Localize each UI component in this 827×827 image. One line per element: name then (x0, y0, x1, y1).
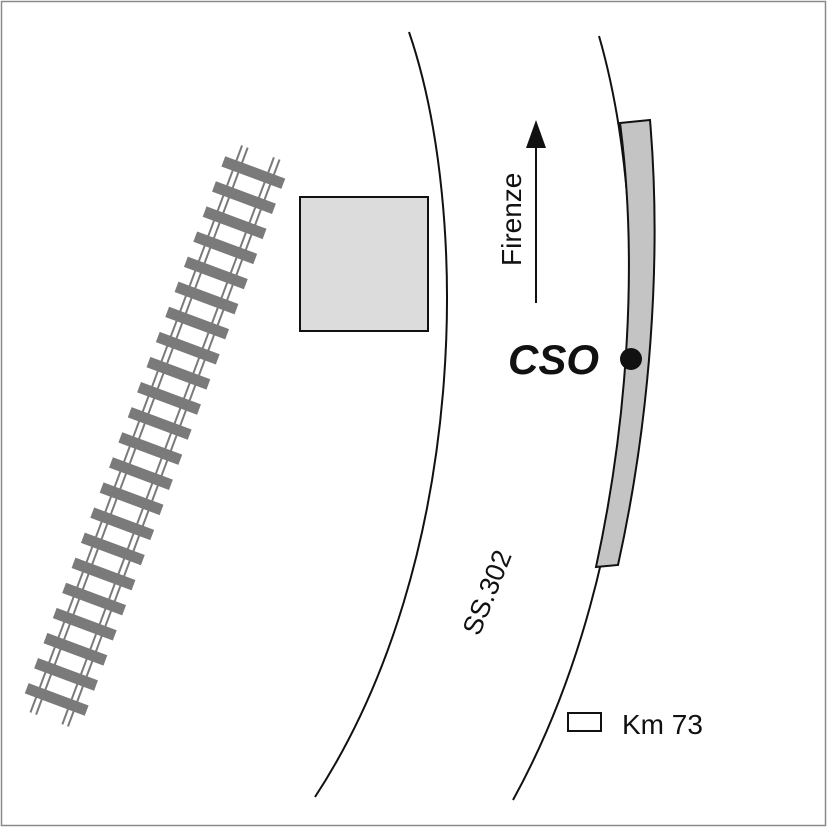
road-edge-right (512, 35, 633, 801)
station-label: CSO (508, 336, 599, 383)
railway-sleeper (212, 181, 276, 214)
km-marker-box (567, 712, 602, 732)
railway-sleeper (90, 507, 155, 541)
km-label: Km 73 (622, 709, 703, 740)
railway-sleeper (109, 457, 173, 490)
railway-rail (61, 157, 275, 725)
railway-sleeper (221, 156, 286, 189)
railway-sleeper (52, 607, 117, 641)
railway-sleeper (183, 256, 248, 290)
railway-sleeper (99, 482, 164, 516)
railway-sleeper (80, 532, 145, 566)
railway-track (24, 145, 286, 727)
railway-rail (35, 147, 249, 715)
railway-sleeper (165, 306, 230, 340)
railway-sleeper (71, 557, 136, 591)
railway-sleeper (174, 281, 239, 315)
railway-sleeper (34, 658, 98, 691)
railway-sleeper (202, 206, 267, 240)
direction-arrow (526, 120, 546, 303)
railway-rail (67, 159, 281, 727)
railway-sleeper (43, 632, 108, 666)
direction-label: Firenze (496, 173, 527, 266)
station-marker (620, 348, 642, 370)
roadside-strip (594, 118, 656, 569)
railway-sleeper (118, 432, 183, 465)
building (299, 196, 429, 332)
railway-sleeper (62, 582, 127, 616)
railway-sleeper (137, 382, 201, 415)
railway-sleeper (127, 407, 192, 440)
railway-sleeper (146, 356, 211, 390)
railway-sleeper (193, 231, 258, 265)
railway-sleeper (155, 331, 220, 365)
road-edge-left (314, 31, 448, 798)
road-label: SS.302 (457, 546, 518, 639)
railway-rail (29, 145, 243, 713)
railway-sleeper (24, 683, 89, 716)
